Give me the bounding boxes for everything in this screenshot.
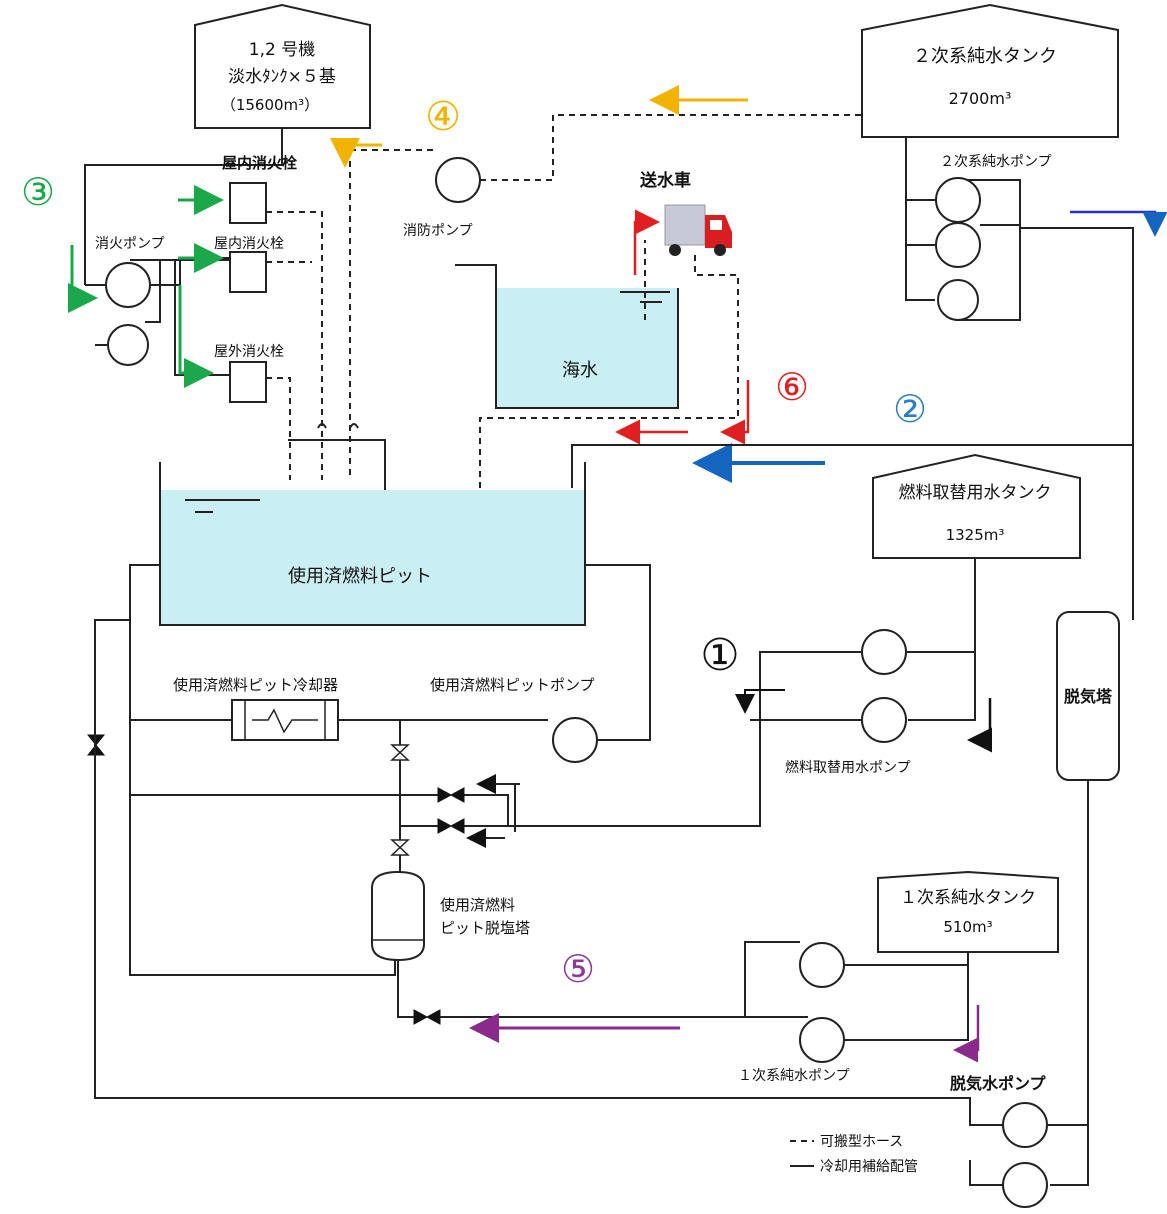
deaerated-pump-label: 脱気水ポンプ <box>950 1074 1047 1093</box>
valve-icon <box>413 1009 441 1025</box>
indoor-hydrant-top-label: 屋内消火栓 <box>222 154 297 172</box>
spent-fuel-pit: 使用済燃料ピット <box>159 462 586 626</box>
fire-engine-pump-label: 消防ポンプ <box>403 223 473 239</box>
secondary-pump-3-icon <box>937 279 979 321</box>
pit-pump-icon <box>552 717 598 763</box>
freshwater-outlet-pipe <box>84 128 283 285</box>
valve-icon <box>437 818 465 834</box>
seawater-basin: 海水 <box>455 264 679 409</box>
secondary-pump-2-icon <box>935 222 981 268</box>
primary-tank-name: １次系純水タンク <box>900 888 1036 908</box>
secondary-tank-name: ２次系純水タンク <box>913 46 1057 67</box>
valve-icon <box>390 744 410 761</box>
valve-icon <box>437 787 465 803</box>
route-2: ② <box>692 387 927 483</box>
freshwater-tank-line2: 淡水ﾀﾝｸ×５基 <box>228 67 336 87</box>
legend-pipe-label: 冷却用補給配管 <box>820 1159 918 1175</box>
freshwater-tank-line1: 1,2 号機 <box>249 40 315 60</box>
secondary-pump-1-icon <box>935 177 981 223</box>
fuel-exchange-tank-volume: 1325m³ <box>946 526 1005 544</box>
route-6: ⑥ <box>615 365 809 445</box>
deaerated-pump-1-icon <box>1002 1102 1048 1148</box>
route-6-number: ⑥ <box>775 365 809 409</box>
route-5: ⑤ <box>469 947 680 1043</box>
water-truck: 送水車 <box>633 170 732 275</box>
fire-pump-2-icon <box>107 324 149 366</box>
secondary-tank: ２次系純水タンク 2700m³ <box>861 3 1119 138</box>
indoor-hydrant-box <box>229 251 267 293</box>
route-1-number: ① <box>700 630 739 681</box>
deaerated-pump-2-icon <box>1002 1162 1048 1208</box>
primary-pump-1-icon <box>799 942 845 988</box>
outdoor-hydrant-box <box>229 361 267 403</box>
legend-hose-label: 可搬型ホース <box>820 1134 903 1150</box>
indoor-hydrant-top-box <box>229 182 267 224</box>
demineralizer-label-line1: 使用済燃料 <box>440 896 515 914</box>
freshwater-tank: 1,2 号機 淡水ﾀﾝｸ×５基 （15600m³） <box>194 3 371 129</box>
seawater-label: 海水 <box>562 360 598 381</box>
spent-fuel-pit-label: 使用済燃料ピット <box>288 566 432 587</box>
fuel-exchange-tank-name: 燃料取替用水タンク <box>899 483 1052 503</box>
fuel-exchange-pump-label: 燃料取替用水ポンプ <box>785 759 911 776</box>
route-5-number: ⑤ <box>561 947 595 991</box>
truck-cab <box>705 215 732 248</box>
primary-pump-label: １次系純水ポンプ <box>738 1068 850 1084</box>
demineralizer-label-line2: ピット脱塩塔 <box>440 919 530 937</box>
fire-pump-label: 消火ポンプ <box>95 236 165 252</box>
indoor-hydrant-label: 屋内消火栓 <box>214 236 284 252</box>
pit-pump-label: 使用済燃料ピットポンプ <box>430 676 595 694</box>
route-4: ④ <box>330 85 748 168</box>
route-2-number: ② <box>893 387 927 431</box>
primary-tank: １次系純水タンク 510m³ <box>877 870 1059 953</box>
primary-tank-volume: 510m³ <box>943 918 992 936</box>
demineralizer: 使用済燃料 ピット脱塩塔 <box>371 870 530 962</box>
freshwater-tank-line3: （15600m³） <box>221 96 319 114</box>
fuel-exchange-pump-1-icon <box>861 629 907 675</box>
fire-pump-1-icon <box>105 262 151 308</box>
fuel-exchange-tank: 燃料取替用水タンク 1325m³ <box>872 453 1081 559</box>
pit-cooler-label: 使用済燃料ピット冷却器 <box>173 676 338 694</box>
pit-cooler: 使用済燃料ピット冷却器 <box>173 676 339 741</box>
route-3-arrows: ③ <box>21 170 224 388</box>
primary-pump-2-icon <box>799 1017 845 1063</box>
secondary-pump-label: ２次系純水ポンプ <box>940 154 1052 170</box>
water-truck-label: 送水車 <box>640 170 691 191</box>
route-4-number: ④ <box>425 94 461 140</box>
fuel-exchange-pump-2-icon <box>861 697 907 743</box>
secondary-tank-volume: 2700m³ <box>949 89 1012 108</box>
fire-pump: 消火ポンプ <box>95 236 165 366</box>
fire-engine-pump-icon <box>435 157 481 203</box>
truck-cargo <box>664 204 706 246</box>
outdoor-hydrant-label: 屋外消火栓 <box>214 344 284 360</box>
deaerator-label: 脱気塔 <box>1064 687 1113 706</box>
fire-engine-pump: 消防ポンプ <box>403 157 481 239</box>
legend: 可搬型ホース 冷却用補給配管 <box>790 1134 918 1175</box>
route-3-number: ③ <box>21 170 55 214</box>
deaerator: 脱気塔 <box>1056 611 1120 781</box>
valve-icon <box>390 839 410 856</box>
